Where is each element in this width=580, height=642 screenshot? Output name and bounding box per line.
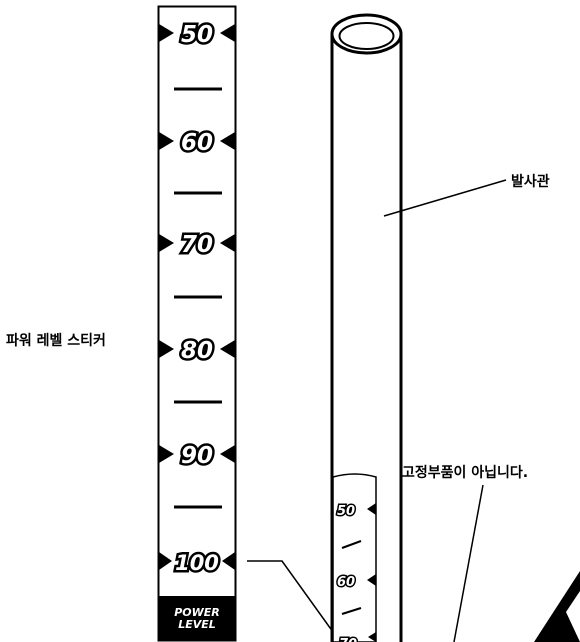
- sticker-mark-label: 50: [181, 22, 213, 48]
- sticker-mark-label: 60: [181, 130, 213, 156]
- sticker-mark-label: 70: [181, 232, 213, 258]
- tube-mark-label: 60: [337, 575, 355, 590]
- tube-sticker: 50 60 70: [332, 473, 377, 642]
- sticker-footer: [159, 596, 235, 640]
- sticker-footer-level: LEVEL: [178, 618, 216, 631]
- sticker-mark-100: 100: [159, 549, 235, 578]
- sticker-mark-label: 80: [181, 338, 213, 364]
- tube-mark-label: 50: [337, 504, 355, 519]
- sticker-footer-power: POWER: [174, 606, 220, 619]
- launch-tube-label: 발사관: [511, 174, 550, 190]
- sticker-mark-label: 90: [181, 443, 213, 469]
- tube-mark-60: 60: [335, 574, 376, 592]
- launch-tube: [330, 13, 403, 642]
- tube-tick: [341, 540, 362, 549]
- launcher-base-fragment: [534, 571, 580, 642]
- tube-mark-label: 70: [339, 637, 357, 642]
- power-level-sticker: 50 60 70 80 90 100: [157, 5, 237, 642]
- sticker-mark-80: 80: [159, 336, 235, 367]
- sticker-mark-60: 60: [159, 128, 235, 159]
- sticker-mark-90: 90: [159, 441, 235, 472]
- sticker-mark-50: 50: [159, 20, 235, 51]
- leader-line-launch-tube: [383, 179, 507, 217]
- sticker-mark-70: 70: [159, 230, 235, 261]
- leader-line-sticker: [247, 560, 334, 633]
- power-level-sticker-label: 파워 레벨 스티커: [6, 333, 106, 349]
- sticker-mark-label: 100: [175, 551, 219, 575]
- tube-mark-70: 70: [337, 632, 376, 642]
- tube-mark-50: 50: [335, 503, 376, 521]
- tube-tick: [341, 607, 362, 615]
- not-fixed-part-label: 고정부품이 아닙니다.: [402, 465, 529, 481]
- leader-line-not-fixed: [453, 484, 484, 642]
